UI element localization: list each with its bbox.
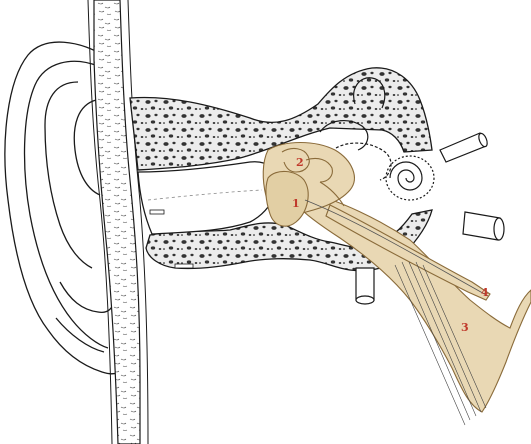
marker-2: 2 — [296, 156, 304, 169]
canal-marker-upper — [150, 210, 164, 214]
jugular-vessel — [356, 268, 374, 300]
marker-3: 3 — [461, 321, 469, 334]
jugular-vessel-end — [356, 296, 374, 304]
canal-marker-lower — [175, 264, 193, 268]
marker-1: 1 — [292, 197, 300, 210]
tympanic-membrane — [266, 171, 308, 226]
marker-4: 4 — [481, 286, 489, 299]
carotid-vessel-end — [494, 218, 504, 240]
